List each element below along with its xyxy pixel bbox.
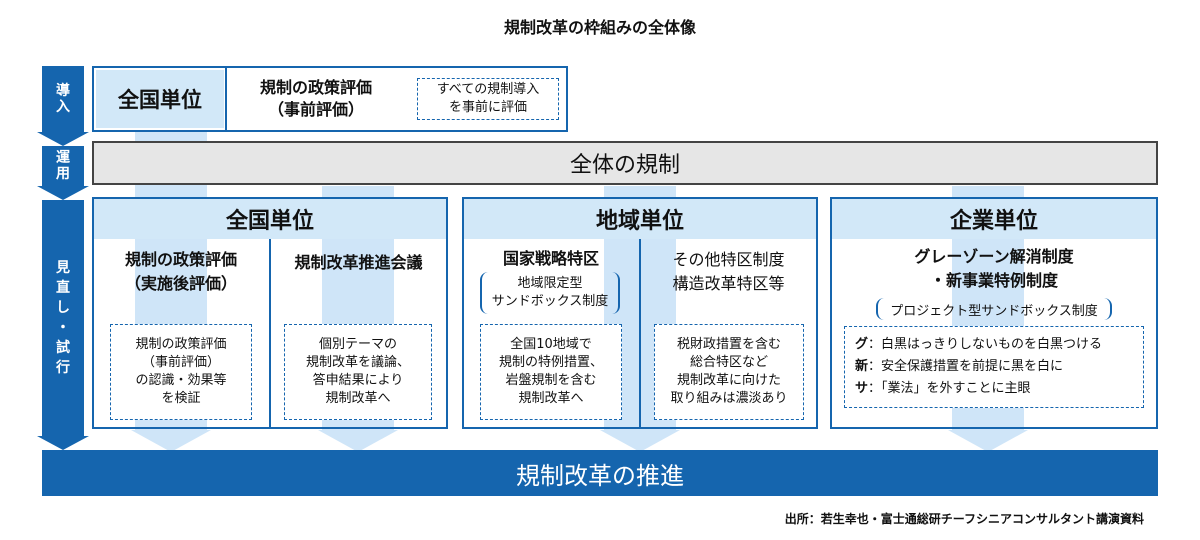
introduce-unit: 全国単位 [96,70,224,128]
corporate-notes: グ：白黒はっきりしないものを白黒つける 新：安全保護措置を前提に黒を白に サ：「… [844,326,1144,408]
flow-arrow-tip [600,430,680,452]
regional-divider [639,239,641,427]
regional-header: 地域単位 [464,199,816,239]
corporate-title: グレーゾーン解消制度 ・新事業特例制度 [914,247,1074,290]
regional-left-title: 国家戦略特区 [502,249,599,268]
corporate-sub: プロジェクト型サンドボックス制度 [876,298,1112,320]
regional-left-sub: 地域限定型 サンドボックス制度 [480,272,620,314]
regional-right-note: 税財政措置を含む 総合特区など 規制改革に向けた 取り組みは濃淡あり [654,324,804,420]
national-left-note: 規制の政策評価 （事前評価） の認識・効果等 を検証 [110,324,252,420]
flow-arrow-tip [948,430,1028,452]
national-header: 全国単位 [94,199,446,239]
stage-arrow-introduce [37,132,89,146]
regional-right-title: その他特区制度 構造改革特区等 [672,250,785,293]
corporate-box [830,197,1158,429]
national-left-title: 規制の政策評価 （実施後評価） [124,250,237,293]
corporate-header: 企業単位 [832,199,1156,239]
national-divider [269,239,271,427]
overall-regulation: 全体の規制 [92,141,1158,185]
introduce-note: すべての規制導入 を事前に評価 [417,78,559,120]
stage-operate: 運 用 [42,146,84,186]
flow-arrow-tip [318,430,398,452]
national-right-title: 規制改革推進会議 [294,253,423,272]
page-title: 規制改革の枠組みの全体像 [503,18,696,37]
national-box [92,197,448,429]
promotion-bar: 規制改革の推進 [42,450,1158,496]
flow-arrow-tip [131,430,211,452]
introduce-divider [225,66,227,132]
source-note: 出所：若生幸也・富士通総研チーフシニアコンサルタント講演資料 [784,512,1144,526]
stage-arrow-review [37,436,89,450]
stage-review: 見 直 し ・ 試 行 [42,200,84,436]
corporate-note-line: グ：白黒はっきりしないものを白黒つける [855,337,1103,352]
national-right-note: 個別テーマの 規制改革を議論、 答申結果により 規制改革へ [284,324,432,420]
introduce-policy: 規制の政策評価 （事前評価） [259,78,372,119]
corporate-note-line: サ：「業法」を外すことに主眼 [855,381,1031,396]
regional-box [462,197,818,429]
corporate-note-line: 新：安全保護措置を前提に黒を白に [855,359,1064,374]
stage-arrow-operate [37,186,89,200]
stage-introduce: 導 入 [42,66,84,132]
regional-left-note: 全国10地域で 規制の特例措置、 岩盤規制を含む 規制改革へ [480,324,622,420]
